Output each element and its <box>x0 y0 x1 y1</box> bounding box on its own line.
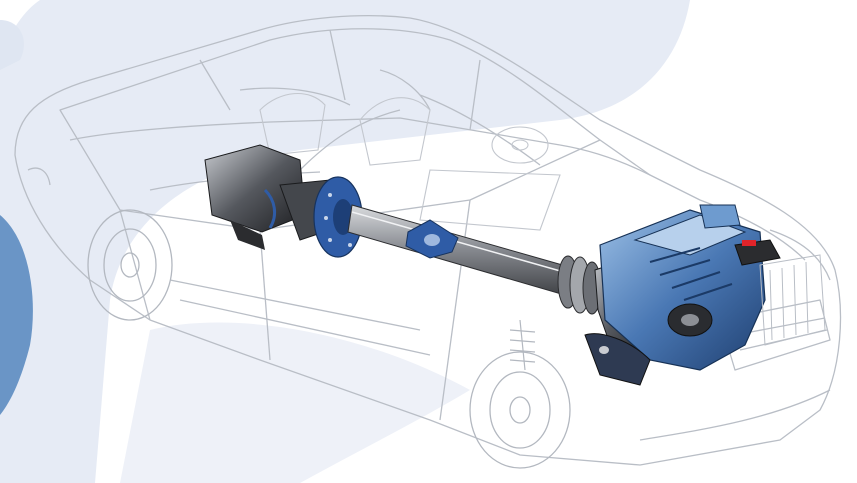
interior-outline <box>259 93 561 231</box>
propeller-shaft <box>347 204 581 299</box>
radiator <box>759 254 826 346</box>
rear-flange <box>313 176 363 258</box>
front-suspension <box>509 319 536 371</box>
front-coupling <box>557 255 602 315</box>
center-bearing <box>405 219 459 259</box>
backdrop <box>0 0 690 483</box>
rear-wheel <box>87 209 173 321</box>
battery <box>734 239 781 266</box>
engine <box>584 204 766 386</box>
car-body-outline <box>14 15 842 466</box>
blue-arc-shape <box>0 215 33 415</box>
front-wheel <box>469 351 571 469</box>
